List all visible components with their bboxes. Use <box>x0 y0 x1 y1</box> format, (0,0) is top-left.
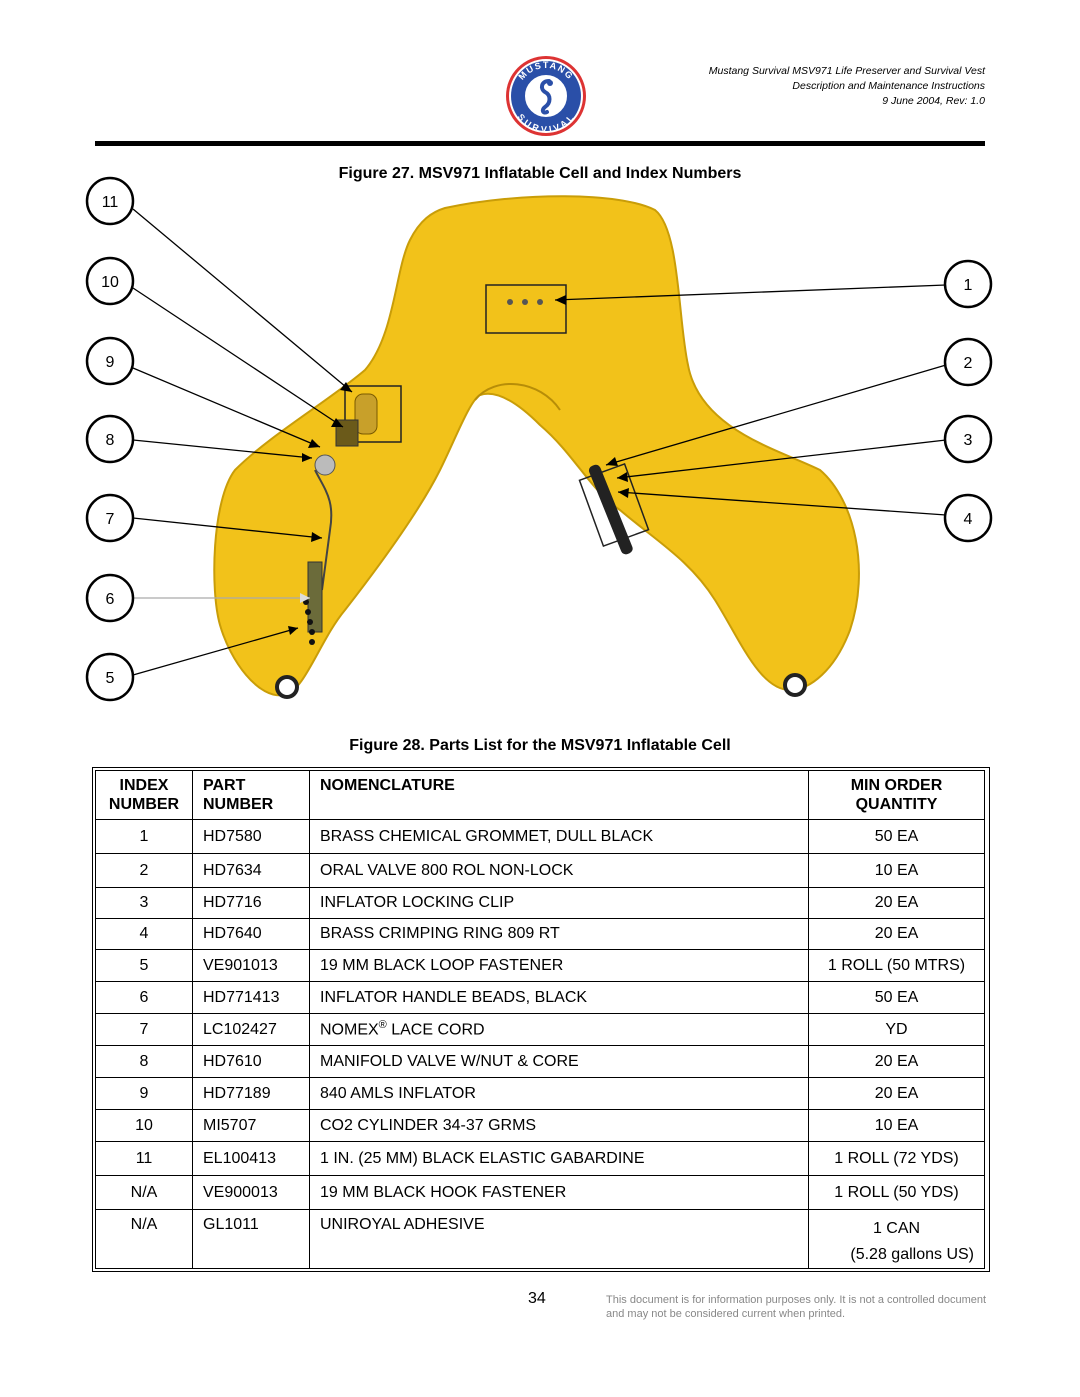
svg-text:11: 11 <box>102 194 119 211</box>
callout-8: 8 <box>85 414 135 464</box>
callout-4: 4 <box>943 493 993 543</box>
figure-27-title: Figure 27. MSV971 Inflatable Cell and In… <box>338 165 742 182</box>
svg-text:3: 3 <box>964 432 973 449</box>
header-rule <box>95 141 985 146</box>
svg-text:8: 8 <box>106 432 115 449</box>
svg-text:10: 10 <box>101 274 119 291</box>
callout-11: 11 <box>85 176 135 226</box>
figure-28-title: Figure 28. Parts List for the MSV971 Inf… <box>349 737 731 754</box>
header-nomenclature: NOMENCLATURE <box>309 770 809 820</box>
page-number: 34 <box>528 1290 546 1307</box>
callout-6: 6 <box>85 573 135 623</box>
callout-5: 5 <box>85 652 135 702</box>
callout-10: 10 <box>85 256 135 306</box>
svg-text:7: 7 <box>106 511 115 528</box>
svg-text:6: 6 <box>106 591 115 608</box>
callout-7: 7 <box>85 493 135 543</box>
callout-3: 3 <box>943 414 993 464</box>
left-callouts: 11 10 9 8 7 6 5 <box>85 176 135 702</box>
svg-text:1: 1 <box>964 277 973 294</box>
inflator-box <box>344 385 402 443</box>
svg-text:9: 9 <box>106 354 115 371</box>
header-line-3: 9 June 2004, Rev: 1.0 <box>882 95 985 107</box>
co2-cylinder <box>354 393 378 435</box>
grommet-panel <box>485 284 567 334</box>
svg-text:4: 4 <box>964 511 973 528</box>
right-callouts: 1 2 3 4 <box>943 259 993 543</box>
grommet-right <box>783 673 807 697</box>
callout-9: 9 <box>85 336 135 386</box>
callout-1: 1 <box>943 259 993 309</box>
mustang-survival-logo: MUSTANG SURVIVAL <box>506 56 586 136</box>
oral-valve-tube <box>588 464 633 555</box>
header-line-2: Description and Maintenance Instructions <box>792 80 985 92</box>
svg-text:2: 2 <box>964 355 973 372</box>
disclaimer-text: This document is for information purpose… <box>606 1294 987 1320</box>
inflatable-cell-diagram: 11 10 9 8 7 6 5 1 2 3 4 <box>85 176 993 702</box>
manifold-valve <box>314 454 336 476</box>
callout-2: 2 <box>943 337 993 387</box>
grommet-left <box>275 675 299 699</box>
inflatable-cell-shape <box>213 195 860 697</box>
document-header: Mustang Survival MSV971 Life Preserver a… <box>709 64 985 109</box>
header-line-1: Mustang Survival MSV971 Life Preserver a… <box>708 65 985 77</box>
svg-text:5: 5 <box>106 670 115 687</box>
table-row: N/A GL1011 UNIROYAL ADHESIVE 1 CAN (5.28… <box>95 1209 985 1269</box>
